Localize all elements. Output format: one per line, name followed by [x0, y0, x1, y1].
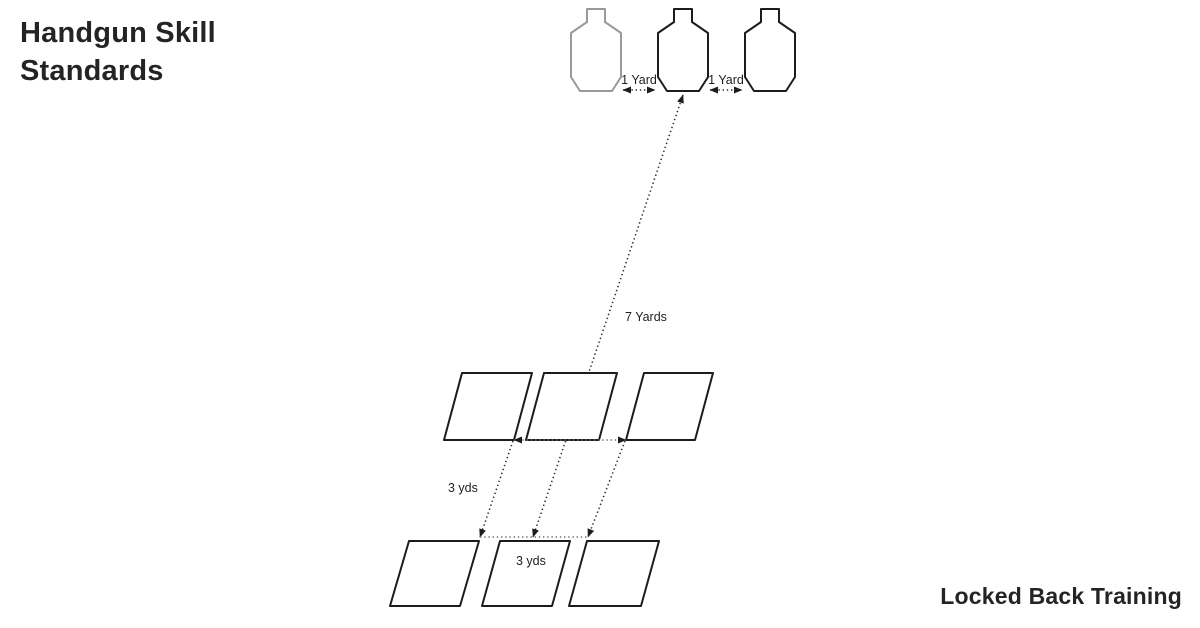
target-outline-right [744, 8, 796, 92]
row-gap-label-middle: 3 yds [516, 554, 546, 568]
silhouette-target-right [744, 8, 796, 92]
shooting-box-bottom-row-center [481, 540, 571, 607]
target-gap-label-left: 1 Yard [621, 73, 657, 87]
page-title-line-2: Standards [20, 55, 164, 88]
target-outline-left [570, 8, 622, 92]
page-title: Handgun Skill Standards [20, 14, 216, 91]
brand-text: Locked Back Training [940, 583, 1182, 609]
page-title-line-1: Handgun Skill [20, 17, 216, 49]
silhouette-target-left [570, 8, 622, 92]
row-gap-label-left: 3 yds [448, 481, 478, 495]
shooting-box-mid-row-right [625, 372, 714, 441]
shooting-box-bottom-row-left [389, 540, 480, 607]
silhouette-target-center [657, 8, 709, 92]
target-outline-center [657, 8, 709, 92]
shooting-box-bottom-row-right [568, 540, 660, 607]
distance-label-7-yards: 7 Yards [625, 310, 667, 324]
shooting-box-mid-row-center [525, 372, 618, 441]
target-gap-label-right: 1 Yard [708, 73, 744, 87]
shooting-box-mid-row-left [443, 372, 533, 441]
row-gap-line-left [479, 440, 514, 538]
row-gap-line-right [587, 440, 626, 538]
